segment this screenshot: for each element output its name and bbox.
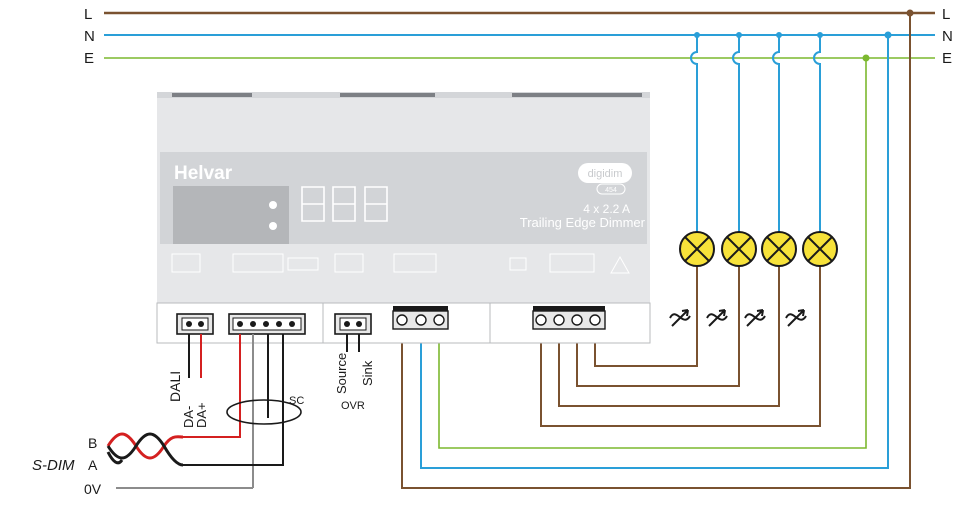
supply-rails: L N E L N E [84,6,953,67]
rail-label-l-right: L [942,6,950,23]
status-led-1 [269,201,277,209]
cable-shield-ring [226,399,302,425]
model-badge [596,183,626,195]
sink-label: Sink [360,360,375,386]
output4-wire [540,266,821,427]
faint-connector-row [171,253,630,274]
description-text: Trailing Edge Dimmer [520,215,646,230]
output-terminal-block [532,306,606,330]
output1-wire [594,266,698,367]
neutral-feed-wire [420,35,889,469]
zero-v-label: 0V [84,481,102,497]
live-feed-wire [401,13,911,489]
lamp-4 [802,231,838,267]
lamp-2 [721,231,757,267]
rail-label-e-left: E [84,50,94,67]
lamps [679,231,838,267]
rail-label-e-right: E [942,50,952,67]
wire-b-label: B [88,435,97,451]
rating-text: 4 x 2.2 A [583,202,630,216]
status-led-2 [269,222,277,230]
live-junction [906,9,914,17]
model-number: 454 [605,187,617,194]
lamp1-neutral-junction [694,32,700,38]
seven-segment-digits [301,186,388,222]
control-labels: DALI DA- DA+ SC Source Sink OVR B A S-DI… [32,353,375,497]
sdim-a-wire [183,334,284,466]
twisted-pair [106,432,184,467]
rail-label-l-left: L [84,6,92,23]
wire-a-label: A [88,457,98,473]
display-window [173,186,289,244]
rail-label-n-left: N [84,28,95,45]
lamp2-neutral-junction [736,32,742,38]
mains-terminal-block [392,306,449,330]
sdim-b-wire [183,334,241,438]
lamp3-neutral-junction [776,32,782,38]
brand-logo: Helvar [174,163,233,184]
mains-feed-wires [401,9,914,489]
vent-slots [172,93,642,97]
dimmer-symbol-icon [785,309,807,327]
lamp-3 [761,231,797,267]
output3-wire [558,266,780,407]
dimmer-symbols [669,309,807,327]
lamp4-neutral-wire [813,35,821,232]
ovr-connector [334,313,372,335]
earth-feed-wire [438,58,867,449]
lamp2-neutral-wire [732,35,740,232]
control-wiring [106,334,360,489]
lamp1-neutral-wire [690,35,698,232]
dali-label: DALI [167,371,183,402]
lamp-1 [679,231,715,267]
lamp3-neutral-wire [772,35,780,232]
earth-junction [862,54,870,62]
da-minus-label: DA- [181,406,196,428]
neutral-junction [884,31,892,39]
output2-wire [576,266,740,387]
lamp4-neutral-junction [817,32,823,38]
dimmer-symbol-icon [706,309,728,327]
sdim-connector [228,313,306,335]
sdim-label: S-DIM [32,457,75,474]
dali-connector [176,313,214,335]
rail-label-n-right: N [942,28,953,45]
sc-label: SC [289,395,304,407]
digidim-badge [578,163,632,183]
dimmer-symbol-icon [669,309,691,327]
da-plus-label: DA+ [194,402,209,428]
dimmer-symbol-icon [744,309,766,327]
dimmer-unit: Helvar digidim 454 4 x 2.2 A Trailing Ed… [156,92,651,344]
ovr-label: OVR [341,400,365,412]
badge-text: digidim [588,168,623,180]
load-wiring [540,32,823,427]
source-label: Source [334,353,349,394]
